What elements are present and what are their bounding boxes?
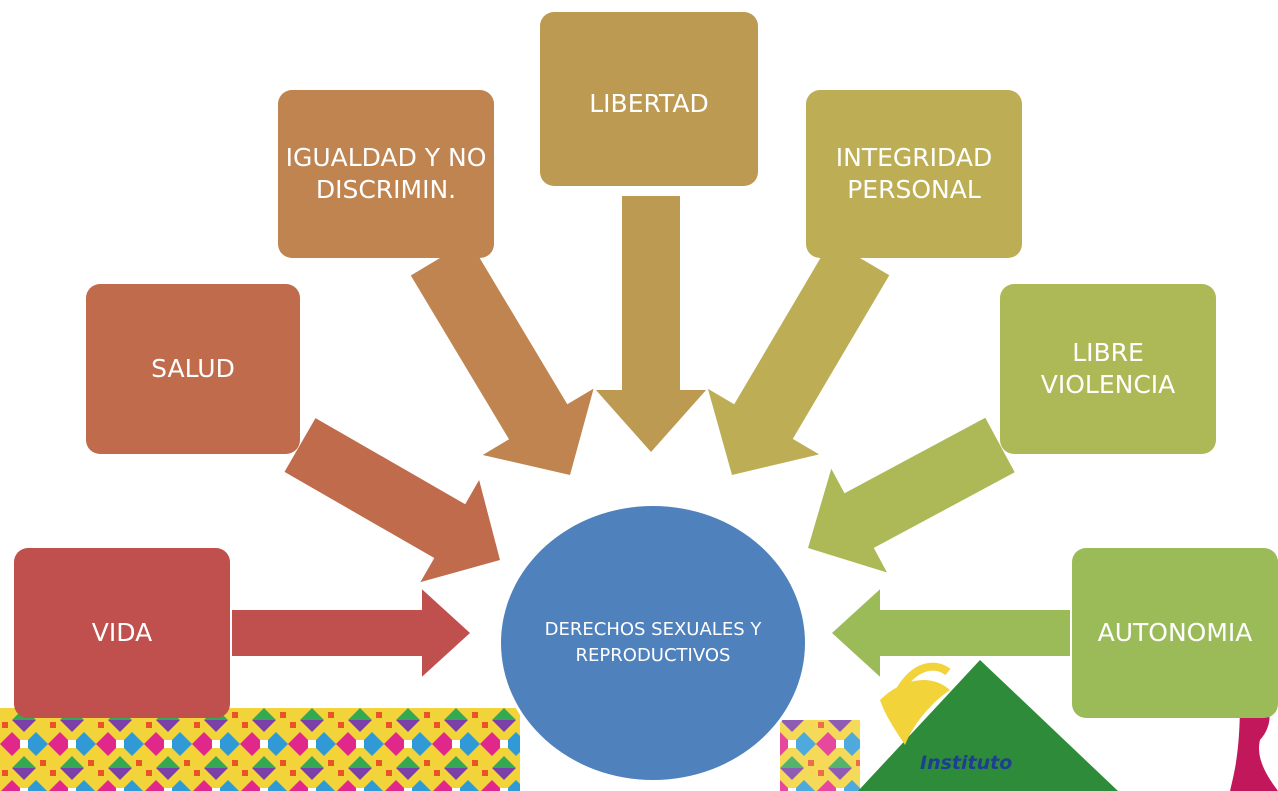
textile-band (0, 708, 520, 791)
arrows-layer (232, 196, 1070, 677)
node-label-libre-violencia: LIBRE VIOLENCIA (1040, 338, 1176, 399)
node-label-igualdad: IGUALDAD Y NO DISCRIMIN. (285, 143, 487, 204)
node-libertad: LIBERTAD (540, 18, 758, 186)
node-salud: SALUD (86, 284, 300, 454)
arrow-libertad (595, 196, 707, 452)
logo-text: Instituto (920, 752, 1013, 774)
arrow-igualdad (410, 240, 594, 475)
arrow-salud (284, 418, 500, 583)
institute-logo-mark (858, 660, 1278, 791)
arrow-integridad (707, 240, 890, 475)
node-label-libertad: LIBERTAD (589, 89, 709, 118)
node-autonomia: AUTONOMIA (1072, 548, 1278, 718)
node-vida: VIDA (14, 548, 230, 718)
center-label: DERECHOS SEXUALES Y REPRODUCTIVOS (544, 619, 762, 666)
arrow-libre-violencia (808, 417, 1015, 573)
arrow-autonomia (832, 589, 1070, 677)
arrow-vida (232, 589, 470, 677)
node-integridad: INTEGRIDAD PERSONAL (806, 90, 1022, 258)
node-libre-violencia: LIBRE VIOLENCIA (1000, 284, 1216, 454)
textile-band-right (780, 720, 860, 791)
center-circle: DERECHOS SEXUALES Y REPRODUCTIVOS (498, 503, 808, 783)
node-label-integridad: INTEGRIDAD PERSONAL (835, 143, 993, 204)
node-label-autonomia: AUTONOMIA (1097, 618, 1253, 647)
node-label-vida: VIDA (91, 618, 153, 647)
node-igualdad: IGUALDAD Y NO DISCRIMIN. (278, 90, 494, 258)
node-label-salud: SALUD (151, 354, 235, 383)
